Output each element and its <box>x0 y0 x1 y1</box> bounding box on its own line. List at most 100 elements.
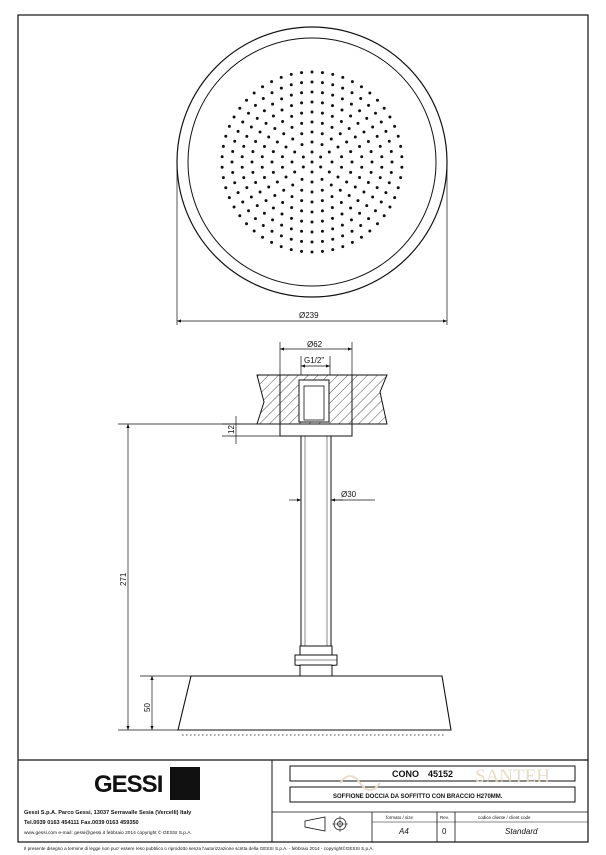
nozzle-dot <box>310 130 314 134</box>
nozzle-dot <box>245 222 249 226</box>
product-description: SOFFIONE DOCCIA DA SOFFITTO CON BRACCIO … <box>333 794 503 800</box>
nozzle-dot <box>367 103 371 107</box>
nozzle-dot <box>345 140 349 144</box>
nozzle-dot <box>353 135 357 139</box>
nozzle-dot <box>362 130 366 134</box>
nozzle-dot <box>331 227 335 231</box>
nozzle-dot <box>320 132 324 136</box>
nozzle-dot <box>258 130 262 134</box>
nozzle-dot <box>249 125 253 129</box>
nozzle-dot <box>384 191 388 195</box>
nozzle-dot <box>399 176 403 180</box>
nozzle-dot <box>320 121 324 125</box>
nozzle-dot <box>382 106 386 110</box>
nozzle-dot <box>267 185 271 189</box>
nozzle-dot <box>301 165 305 169</box>
nozzle-dot <box>331 216 335 220</box>
title-block: GESSI Gessi S.p.A. Parco Gessi, 13037 Se… <box>18 759 588 851</box>
nozzle-dot <box>340 108 344 112</box>
dimension-head-diameter: Ø239 <box>176 162 448 325</box>
nozzle-dot <box>310 210 314 214</box>
nozzle-dot <box>393 124 397 128</box>
nozzle-dot <box>329 183 333 187</box>
nozzle-dot <box>339 200 343 204</box>
nozzle-dot <box>336 175 340 179</box>
nozzle-dot <box>290 206 294 210</box>
shower-head-top-view <box>176 26 448 298</box>
nozzle-dot <box>300 239 304 243</box>
legal-disclaimer: Il presente disegno a termine di legge n… <box>24 845 374 851</box>
nozzle-dot <box>281 200 285 204</box>
nozzle-dot <box>289 83 293 87</box>
nozzle-dot <box>310 70 314 74</box>
nozzle-dot <box>240 165 244 169</box>
nozzle-dot <box>290 160 294 164</box>
nozzle-dot <box>271 150 275 154</box>
nozzle-dot <box>389 170 393 174</box>
nozzle-dot <box>400 165 404 169</box>
nozzle-dot <box>300 71 304 75</box>
nozzle-dot <box>289 104 293 108</box>
nozzle-dot <box>273 127 277 131</box>
nozzle-dot <box>350 80 354 84</box>
nozzle-dot <box>310 100 314 104</box>
nozzle-dot <box>388 115 392 119</box>
nozzle-dot <box>319 165 323 169</box>
nozzle-dot <box>368 91 372 95</box>
nozzle-dot <box>338 132 342 136</box>
nozzle-dot <box>289 248 293 252</box>
nozzle-dot <box>384 129 388 133</box>
nozzle-dot <box>289 216 293 220</box>
nozzle-dot <box>366 139 370 143</box>
nozzle-dot <box>291 183 295 187</box>
nozzle-dot <box>319 155 323 159</box>
nozzle-dot <box>340 223 344 227</box>
nozzle-dot <box>293 170 297 174</box>
nozzle-dot <box>349 102 353 106</box>
nozzle-dot <box>365 204 369 208</box>
nozzle-dot <box>236 129 240 133</box>
nozzle-dot <box>379 120 383 124</box>
nozzle-dot <box>238 214 242 218</box>
nozzle-dot <box>227 196 231 200</box>
nozzle-dot <box>238 106 242 110</box>
nozzle-dot <box>320 101 324 105</box>
nozzle-dot <box>341 234 345 238</box>
nozzle-dot <box>371 195 375 199</box>
nozzle-dot <box>270 240 274 244</box>
nozzle-dot <box>271 206 275 210</box>
nozzle-dot <box>227 124 231 128</box>
watermark-text: SANTEH <box>475 766 550 787</box>
format-value: A4 <box>398 827 409 836</box>
nozzle-dot <box>349 150 353 154</box>
nozzle-dot <box>267 135 271 139</box>
nozzle-dot <box>375 222 379 226</box>
nozzle-dot <box>336 145 340 149</box>
nozzle-dot <box>271 114 275 118</box>
nozzle-dot <box>279 86 283 90</box>
nozzle-dot <box>247 111 251 115</box>
nozzle-dot <box>264 121 268 125</box>
nozzle-dot <box>251 170 255 174</box>
nozzle-dot <box>247 209 251 213</box>
nozzle-dot <box>387 139 391 143</box>
nozzle-dot <box>310 240 314 244</box>
nozzle-dot <box>233 181 237 185</box>
nozzle-dot <box>300 101 304 105</box>
nozzle-dot <box>350 229 354 233</box>
nozzle-dot <box>396 186 400 190</box>
nozzle-dot <box>275 140 279 144</box>
nozzle-dot <box>300 199 304 203</box>
nozzle-dot <box>353 185 357 189</box>
nozzle-dot <box>271 218 275 222</box>
dimension-thread: G1/2" <box>300 356 331 378</box>
nozzle-dot <box>359 97 363 101</box>
nozzle-dot <box>373 111 377 115</box>
nozzle-dot <box>224 186 228 190</box>
nozzle-dot <box>310 200 314 204</box>
nozzle-dot <box>250 160 254 164</box>
nozzle-dot <box>310 230 314 234</box>
dimension-head-height: 50 <box>118 675 191 731</box>
nozzle-dot <box>329 137 333 141</box>
